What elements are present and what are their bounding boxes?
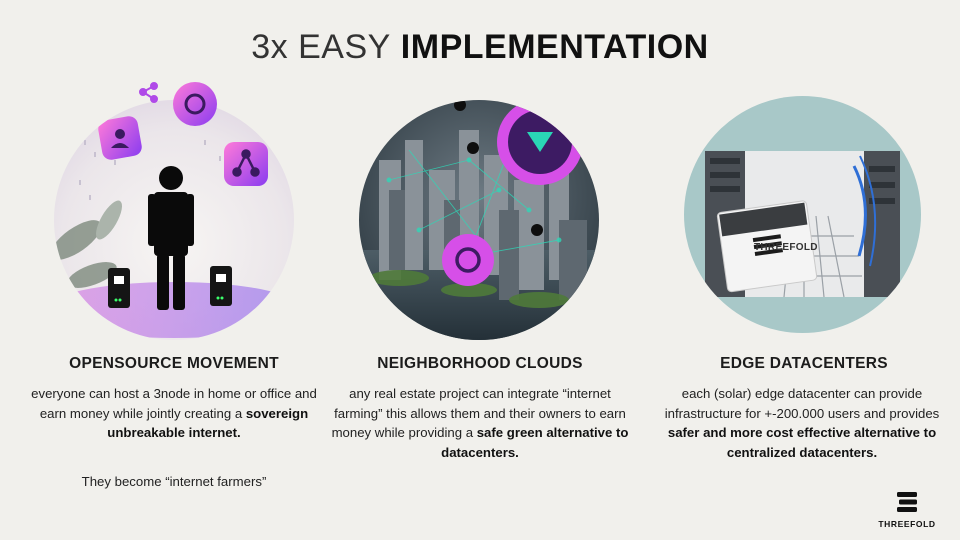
desc-opensource: everyone can host a 3node in home or off… [30,384,318,443]
title-main: IMPLEMENTATION [400,28,709,66]
desc-opensource-extra: They become “internet farmers” [81,474,267,489]
desc-text: each (solar) edge datacenter can provide… [664,386,940,421]
desc-edge: each (solar) edge datacenter can provide… [652,384,952,462]
title-prefix: 3x EASY [251,28,391,66]
heading-opensource: OPENSOURCE MOVEMENT [69,355,279,372]
datacenter-illustration-svg [705,151,900,298]
threefold-logo-icon [897,492,917,512]
heading-edge: EDGE DATACENTERS [720,355,888,372]
server-brand-label: THREEFOLD [754,242,818,253]
desc-text: everyone can host a 3node in home or off… [31,386,317,421]
opensource-illustration-svg [54,116,294,338]
logo-text: THREEFOLD [878,519,936,529]
slide-title: 3x EASY IMPLEMENTATION [0,28,960,67]
city-illustration-svg [359,100,599,340]
opensource-illustration [54,100,294,340]
city-illustration [359,100,599,340]
datacenter-illustration: THREEFOLD [684,96,921,333]
desc-bold: safe green alternative to datacenters. [441,425,629,460]
threefold-logo: THREEFOLD [876,492,938,529]
share-icon [139,82,217,126]
desc-bold: safer and more cost effective alternativ… [667,425,937,460]
desc-neighborhood: any real estate project can integrate “i… [330,384,630,462]
desc-bold: sovereign unbreakable internet. [107,405,309,441]
heading-neighborhood: NEIGHBORHOOD CLOUDS [377,355,583,372]
desc-text: any real estate project can integrate “i… [331,386,626,440]
